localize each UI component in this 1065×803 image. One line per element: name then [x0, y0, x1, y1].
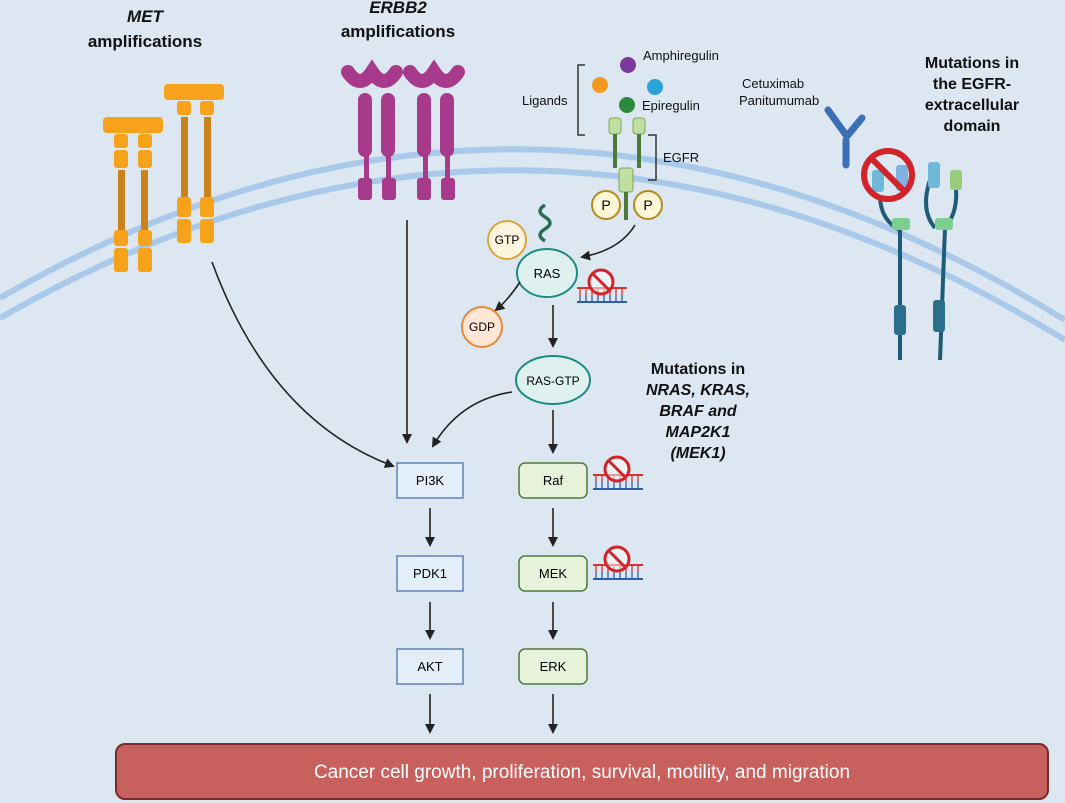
erk-node: ERK — [518, 648, 588, 685]
ligand-orange — [592, 77, 608, 93]
antibody-icon — [824, 106, 866, 169]
svg-text:Raf: Raf — [543, 473, 564, 488]
epiregulin-label: Epiregulin — [642, 98, 700, 113]
mek-node: MEK — [518, 555, 588, 592]
raf-mutation-icon — [591, 455, 645, 491]
svg-text:GTP: GTP — [495, 233, 520, 247]
outcome-text: Cancer cell growth, proliferation, survi… — [314, 762, 850, 783]
svg-text:GDP: GDP — [469, 320, 495, 334]
mek-mutation-icon — [591, 545, 645, 581]
met-receptor-1 — [103, 117, 163, 272]
gtp-node: GTP — [487, 220, 527, 260]
arrows — [211, 220, 636, 734]
met-amplifications-label: amplifications — [88, 32, 202, 51]
mutations-title-3: BRAF and — [659, 403, 738, 420]
pathway-right: Raf MEK ERK — [518, 462, 588, 685]
ligand-epiregulin — [619, 97, 635, 113]
svg-text:MEK: MEK — [539, 566, 568, 581]
ecd-title-1: Mutations in — [925, 55, 1019, 72]
ligand-amphiregulin — [620, 57, 636, 73]
egfr-mutant-receptors — [878, 179, 959, 361]
svg-text:P: P — [601, 197, 610, 213]
ecd-title-4: domain — [944, 118, 1001, 135]
akt-node: AKT — [396, 648, 464, 685]
egfr-receptor — [608, 117, 646, 220]
ecd-title-2: the EGFR- — [933, 76, 1011, 93]
egfr-bracket — [648, 134, 657, 181]
erbb2-anchors — [358, 150, 455, 200]
mutations-title-2: NRAS, KRAS, — [646, 382, 750, 399]
cetuximab-label: Cetuximab — [742, 76, 804, 91]
amphiregulin-label: Amphiregulin — [643, 48, 719, 63]
erbb2-receptors — [341, 59, 465, 157]
met-gene-label: MET — [127, 7, 165, 26]
ligands-bracket — [577, 64, 585, 136]
svg-text:RAS: RAS — [534, 266, 561, 281]
ras-gtp-node: RAS-GTP — [515, 355, 591, 405]
phosphate-2: P — [633, 190, 663, 220]
gdp-node: GDP — [461, 306, 503, 348]
prohibit-icon — [861, 148, 915, 202]
erbb2-amplifications-label: amplifications — [341, 22, 455, 41]
egfr-mutant-domains — [872, 162, 962, 335]
svg-text:PI3K: PI3K — [416, 473, 445, 488]
svg-text:P: P — [643, 197, 652, 213]
pdk1-node: PDK1 — [396, 555, 464, 592]
met-receptor-2 — [164, 84, 224, 243]
pi3k-node: PI3K — [396, 462, 464, 499]
svg-text:PDK1: PDK1 — [413, 566, 447, 581]
ligands-label: Ligands — [522, 93, 568, 108]
phosphate-1: P — [591, 190, 621, 220]
mutations-title-5: (MEK1) — [670, 445, 725, 462]
raf-node: Raf — [518, 462, 588, 499]
outcome-bar: Cancer cell growth, proliferation, survi… — [115, 743, 1049, 800]
ras-node: RAS — [516, 248, 578, 298]
pathway-left: PI3K PDK1 AKT — [396, 462, 464, 685]
ecd-title-3: extracellular — [925, 97, 1019, 114]
svg-text:ERK: ERK — [540, 659, 567, 674]
svg-text:AKT: AKT — [417, 659, 442, 674]
egfr-label: EGFR — [663, 150, 699, 165]
mutations-title-4: MAP2K1 — [666, 424, 731, 441]
erbb2-gene-label: ERBB2 — [369, 0, 427, 17]
mutations-title-1: Mutations in — [651, 361, 745, 378]
ligand-blue — [647, 79, 663, 95]
cell-membrane — [0, 146, 1065, 343]
svg-text:RAS-GTP: RAS-GTP — [526, 374, 579, 388]
ras-anchor-icon — [538, 203, 552, 243]
ras-mutation-icon — [575, 268, 629, 304]
panitumumab-label: Panitumumab — [739, 93, 819, 108]
